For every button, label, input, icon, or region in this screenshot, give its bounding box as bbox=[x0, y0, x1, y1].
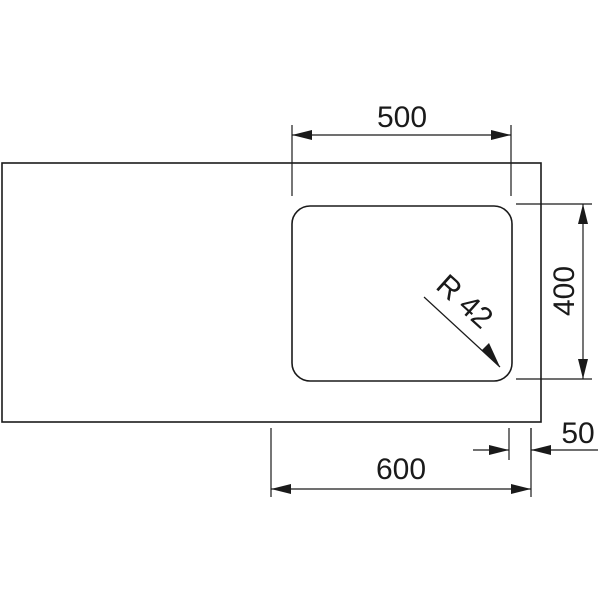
dimension-basin-depth: 400 bbox=[516, 203, 592, 380]
arrowhead-left bbox=[271, 484, 291, 494]
radius-label: R 42 bbox=[430, 268, 499, 335]
arrowhead-right bbox=[511, 484, 531, 494]
arrowhead-left bbox=[292, 130, 312, 140]
arrowhead-bottom bbox=[578, 359, 588, 379]
radius-leader-line bbox=[423, 296, 501, 368]
dimension-cabinet-width: 600 bbox=[270, 428, 532, 497]
arrowhead-right bbox=[491, 130, 511, 140]
countertop-outline bbox=[1, 162, 542, 423]
arrowhead-top bbox=[578, 204, 588, 224]
dimension-corner-radius: R 42 bbox=[423, 268, 501, 368]
basin-outline bbox=[291, 205, 513, 382]
arrowhead-right bbox=[531, 445, 551, 455]
radius-arrowhead bbox=[482, 343, 500, 367]
dimension-label-600: 600 bbox=[376, 453, 426, 486]
dimension-label-50: 50 bbox=[561, 417, 594, 450]
dimension-label-500: 500 bbox=[377, 101, 427, 134]
dimension-basin-width: 500 bbox=[291, 101, 512, 196]
arrowhead-left bbox=[489, 445, 509, 455]
dimension-edge-offset: 50 bbox=[473, 417, 598, 460]
dimension-label-400: 400 bbox=[548, 266, 581, 316]
